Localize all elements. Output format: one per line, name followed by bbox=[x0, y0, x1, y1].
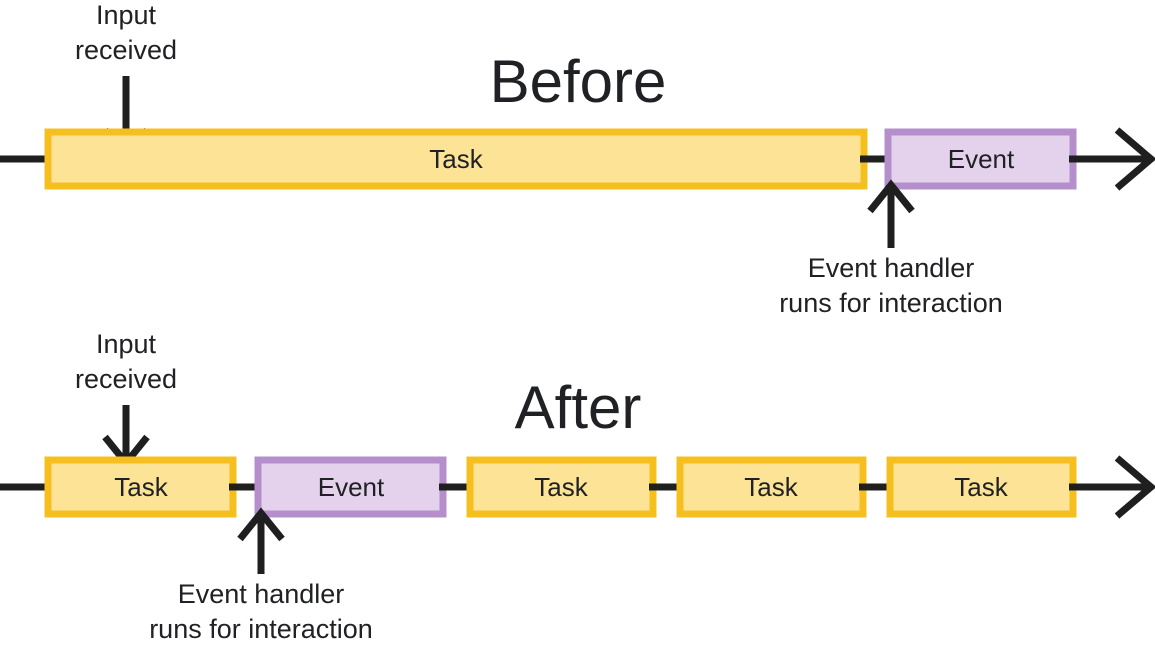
after-section-title: After bbox=[515, 374, 642, 441]
before-section-title: Before bbox=[490, 48, 667, 115]
after-task-block-1: Task bbox=[44, 456, 237, 518]
after-task-label-1: Task bbox=[114, 472, 168, 502]
after-handler-annotation-line2: runs for interaction bbox=[149, 614, 373, 644]
before-handler-up-arrow-icon bbox=[867, 179, 915, 248]
before-event-label: Event bbox=[948, 144, 1015, 174]
before-input-annotation-line2: received bbox=[75, 35, 177, 65]
after-task-block-2: Task bbox=[466, 456, 657, 518]
after-task-rect-2 bbox=[466, 456, 657, 518]
after-task-label-3: Task bbox=[744, 472, 798, 502]
after-input-annotation-line2: received bbox=[75, 364, 177, 394]
after-event-label: Event bbox=[318, 472, 385, 502]
before-timeline-arrowhead-icon bbox=[1114, 127, 1155, 191]
after-handler-annotation-line1: Event handler bbox=[178, 579, 345, 609]
after-task-block-3: Task bbox=[676, 456, 867, 518]
before-event-block: Event bbox=[884, 128, 1077, 190]
before-input-annotation-line1: Input bbox=[96, 0, 157, 30]
after-task-label-4: Task bbox=[954, 472, 1008, 502]
before-handler-annotation-line2: runs for interaction bbox=[779, 288, 1003, 318]
after-task-label-2: Task bbox=[534, 472, 588, 502]
after-timeline-arrowhead-icon bbox=[1114, 455, 1155, 519]
before-task-label: Task bbox=[429, 144, 483, 174]
before-task-block: Task bbox=[44, 128, 868, 190]
section-before: Before Input received Task Event bbox=[0, 0, 1155, 318]
after-event-block: Event bbox=[254, 456, 447, 518]
before-handler-annotation-line1: Event handler bbox=[808, 253, 975, 283]
after-handler-up-arrow-icon bbox=[237, 507, 285, 574]
before-task-rect bbox=[44, 128, 868, 190]
section-after: After Input received Task Event bbox=[0, 329, 1155, 644]
after-task-block-4: Task bbox=[886, 456, 1077, 518]
after-task-rect-4 bbox=[886, 456, 1077, 518]
after-input-down-arrow-icon bbox=[102, 405, 150, 469]
before-event-rect bbox=[884, 128, 1077, 190]
after-input-annotation-line1: Input bbox=[96, 329, 157, 359]
